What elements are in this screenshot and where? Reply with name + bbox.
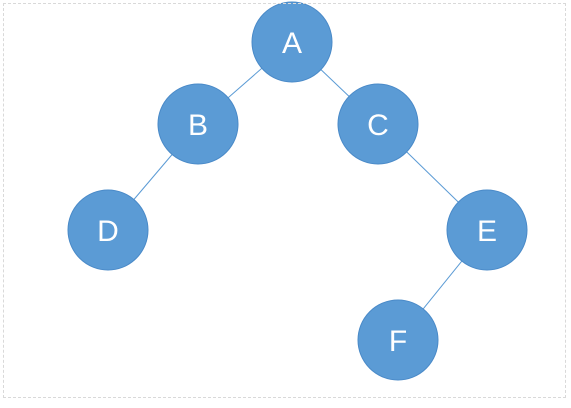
node-E: E	[446, 189, 528, 271]
node-label-C: C	[367, 109, 389, 142]
node-label-F: F	[389, 325, 407, 358]
node-B: B	[157, 83, 239, 165]
node-C: C	[337, 83, 419, 165]
node-circle-C	[337, 83, 419, 165]
node-F: F	[357, 299, 439, 381]
edge-C-E	[406, 151, 459, 203]
edge-A-B	[227, 67, 263, 99]
node-label-E: E	[477, 215, 497, 248]
node-A: A	[251, 1, 333, 83]
node-circle-E	[446, 189, 528, 271]
edge-B-D	[133, 154, 173, 200]
node-circle-F	[357, 299, 439, 381]
node-label-A: A	[282, 27, 302, 60]
edge-E-F	[422, 260, 463, 310]
node-circle-D	[67, 189, 149, 271]
node-D: D	[67, 189, 149, 271]
node-circle-B	[157, 83, 239, 165]
diagram-border	[3, 3, 566, 398]
edge-A-C	[320, 69, 350, 97]
node-label-B: B	[188, 109, 208, 142]
node-circle-A	[251, 1, 333, 83]
node-label-D: D	[97, 215, 119, 248]
